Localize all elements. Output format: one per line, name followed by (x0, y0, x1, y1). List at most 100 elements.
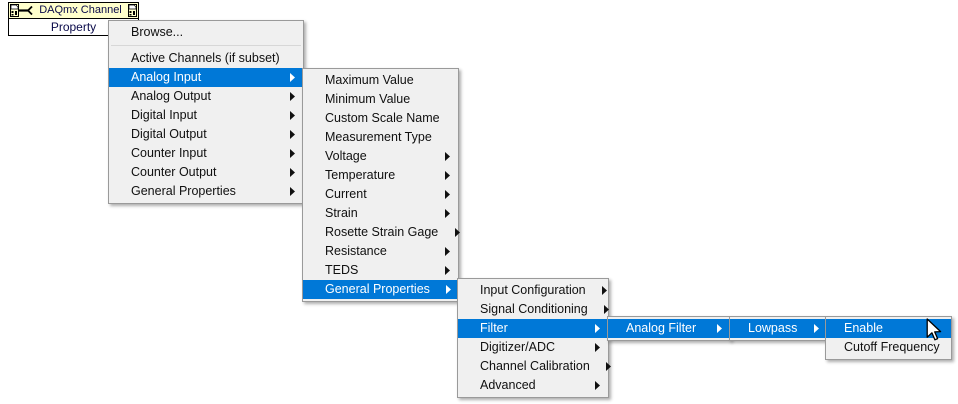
submenu-arrow-icon (714, 324, 724, 333)
menu-item-label: Filter (480, 321, 508, 335)
submenu-arrow-icon (442, 266, 452, 275)
node-property-row[interactable]: Property (9, 18, 138, 35)
menu-item-custom-scale-name[interactable]: Custom Scale Name (303, 109, 458, 128)
terminal-icon (10, 4, 19, 17)
menu-item-digital-input[interactable]: Digital Input (109, 106, 303, 125)
node-property-label: Property (50, 19, 97, 34)
submenu-arrow-icon (452, 228, 462, 237)
submenu-arrow-icon (442, 152, 452, 161)
submenu-arrow-icon (592, 381, 602, 390)
menu-item-strain[interactable]: Strain (303, 204, 458, 223)
menu-item-current[interactable]: Current (303, 185, 458, 204)
terminal-icon (128, 4, 137, 17)
menu-item-label: Maximum Value (325, 73, 414, 87)
menu-item-rosette-strain-gage[interactable]: Rosette Strain Gage (303, 223, 460, 242)
menu-item-label: Cutoff Frequency (844, 340, 940, 354)
menu-item-cutoff-frequency[interactable]: Cutoff Frequency (826, 338, 951, 357)
menu-item-analog-input[interactable]: Analog Input (109, 68, 303, 87)
menu-item-label: Counter Input (131, 146, 207, 160)
menu-item-label: Rosette Strain Gage (325, 225, 439, 239)
menu-item-general-properties[interactable]: General Properties (303, 280, 458, 299)
menu-item-digitizer-adc[interactable]: Digitizer/ADC (458, 338, 608, 357)
menu-item-label: Digitizer/ADC (480, 340, 556, 354)
submenu-arrow-icon (442, 209, 452, 218)
menu-item-label: Browse... (131, 25, 184, 39)
menu-item-label: Digital Output (131, 127, 207, 141)
menu-item-filter[interactable]: Filter (458, 319, 608, 338)
menu-item-counter-input[interactable]: Counter Input (109, 144, 303, 163)
menu-item-lowpass[interactable]: Lowpass (730, 319, 826, 338)
menu-item-browse[interactable]: Browse... (109, 23, 303, 42)
menu-item-label: Resistance (325, 244, 387, 258)
menu-item-measurement-type[interactable]: Measurement Type (303, 128, 458, 147)
menu-item-analog-filter[interactable]: Analog Filter (608, 319, 730, 338)
menu-item-label: Analog Filter (626, 321, 697, 335)
submenu-arrow-icon (600, 286, 610, 295)
menu-item-label: Input Configuration (480, 283, 586, 297)
node-title-bar: DAQmx Channel (9, 3, 138, 18)
submenu-arrow-icon (811, 324, 821, 333)
menu-item-label: Digital Input (131, 108, 198, 122)
submenu-arrow-icon (602, 305, 612, 314)
analog-filter-submenu[interactable]: Lowpass (729, 316, 827, 341)
menu-item-input-configuration[interactable]: Input Configuration (458, 281, 608, 300)
menu-item-minimum-value[interactable]: Minimum Value (303, 90, 458, 109)
menu-item-label: Analog Output (131, 89, 211, 103)
menu-item-label: General Properties (131, 184, 236, 198)
menu-item-label: Measurement Type (325, 130, 432, 144)
submenu-arrow-icon (444, 285, 454, 294)
menu-item-label: Signal Conditioning (480, 302, 588, 316)
property-root-menu[interactable]: Browse... Active Channels (if subset) Anal… (108, 20, 304, 204)
menu-item-temperature[interactable]: Temperature (303, 166, 458, 185)
submenu-arrow-icon (287, 130, 297, 139)
menu-item-label: Channel Calibration (480, 359, 590, 373)
menu-item-label: Voltage (325, 149, 367, 163)
menu-item-signal-conditioning[interactable]: Signal Conditioning (458, 300, 610, 319)
submenu-arrow-icon (287, 187, 297, 196)
menu-item-label: Counter Output (131, 165, 217, 179)
menu-item-label: Advanced (480, 378, 536, 392)
menu-item-label: Lowpass (748, 321, 798, 335)
submenu-arrow-icon (604, 362, 614, 371)
menu-item-counter-output[interactable]: Counter Output (109, 163, 303, 182)
menu-item-advanced[interactable]: Advanced (458, 376, 608, 395)
submenu-arrow-icon (442, 171, 452, 180)
submenu-arrow-icon (287, 168, 297, 177)
submenu-arrow-icon (287, 73, 297, 82)
submenu-arrow-icon (287, 111, 297, 120)
submenu-arrow-icon (592, 324, 602, 333)
menu-item-label: Enable (844, 321, 883, 335)
menu-item-label: Analog Input (131, 70, 202, 84)
submenu-arrow-icon (287, 149, 297, 158)
menu-item-resistance[interactable]: Resistance (303, 242, 458, 261)
menu-item-analog-output[interactable]: Analog Output (109, 87, 303, 106)
menu-item-label: Active Channels (if subset) (131, 51, 280, 65)
menu-item-active-channels-if-subset[interactable]: Active Channels (if subset) (109, 49, 303, 68)
menu-item-digital-output[interactable]: Digital Output (109, 125, 303, 144)
submenu-arrow-icon (592, 343, 602, 352)
menu-item-label: General Properties (325, 282, 430, 296)
submenu-arrow-icon (442, 247, 452, 256)
menu-item-label: Strain (325, 206, 358, 220)
menu-item-teds[interactable]: TEDS (303, 261, 458, 280)
menu-item-general-properties[interactable]: General Properties (109, 182, 303, 201)
wire-icon (19, 5, 33, 16)
menu-item-label: Minimum Value (325, 92, 411, 106)
submenu-arrow-icon (287, 92, 297, 101)
menu-item-label: TEDS (325, 263, 359, 277)
daqmx-channel-property-node[interactable]: DAQmx Channel Property (8, 2, 139, 36)
node-title-text: DAQmx Channel (39, 4, 122, 16)
menu-item-enable[interactable]: Enable (826, 319, 951, 338)
menu-separator (111, 45, 301, 46)
filter-submenu[interactable]: Analog Filter (607, 316, 731, 341)
menu-item-label: Temperature (325, 168, 396, 182)
submenu-arrow-icon (442, 190, 452, 199)
menu-item-maximum-value[interactable]: Maximum Value (303, 71, 458, 90)
menu-item-voltage[interactable]: Voltage (303, 147, 458, 166)
menu-item-channel-calibration[interactable]: Channel Calibration (458, 357, 612, 376)
menu-item-label: Custom Scale Name (325, 111, 440, 125)
menu-item-label: Current (325, 187, 367, 201)
